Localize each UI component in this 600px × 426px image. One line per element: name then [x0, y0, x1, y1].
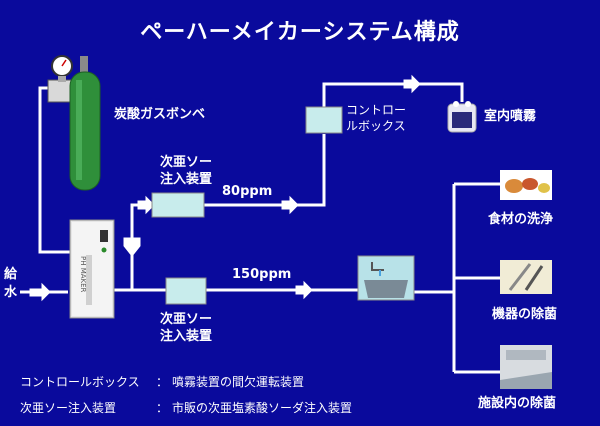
ppm-top-label: 80ppm	[222, 184, 273, 199]
page-title: ペーハーメイカーシステム構成	[140, 20, 460, 45]
control-box-label-line2: ルボックス	[346, 119, 406, 133]
injector-box-top	[151, 192, 205, 218]
facility-icon	[500, 345, 552, 389]
note-term: 次亜ソー注入装置	[20, 401, 117, 415]
water-supply-label-line1: 給	[4, 267, 18, 282]
co2-cylinder-icon	[47, 55, 101, 191]
flow-arrows	[29, 74, 421, 302]
co2-cylinder-label: 炭酸ガスボンベ	[114, 107, 206, 122]
control-box	[305, 106, 343, 134]
top-to-control-line	[296, 134, 326, 207]
device-brand-label: PH MAKER	[79, 256, 87, 293]
control-box-label-line1: コントロー	[346, 103, 407, 117]
water-supply-label-line2: 水	[4, 285, 18, 300]
use-label-facility: 施設内の除菌	[478, 396, 557, 411]
arrow-icon	[123, 237, 141, 257]
note-term: コントロールボックス	[20, 375, 140, 389]
arrow-icon	[29, 282, 51, 302]
tools-icon	[500, 260, 552, 294]
note-description: 噴霧装置の間欠運転装置	[172, 375, 305, 389]
use-label-tools: 機器の除菌	[492, 307, 558, 322]
arrow-icon	[403, 74, 421, 94]
injector-top-label-line2: 注入装置	[160, 172, 213, 187]
food-icon	[500, 170, 552, 200]
pipe-lines	[20, 82, 500, 374]
use-label-food: 食材の洗浄	[488, 212, 554, 227]
note-separator: ：	[156, 401, 169, 415]
injector-box-bottom	[165, 277, 207, 305]
ppm-bottom-label: 150ppm	[232, 267, 292, 282]
note-description: 市販の次亜塩素酸ソーダ注入装置	[172, 401, 353, 415]
ph-maker-device-icon	[69, 219, 115, 319]
arrow-icon	[137, 195, 155, 215]
indoor-spray-label: 室内噴霧	[484, 109, 537, 124]
sink-icon	[357, 255, 415, 301]
arrow-icon	[281, 195, 299, 215]
injector-bottom-label-line2: 注入装置	[160, 329, 213, 344]
control-top-line	[322, 82, 464, 107]
injector-bottom-label-line1: 次亜ソー	[160, 312, 213, 327]
note-separator: ：	[156, 375, 169, 389]
gas-line	[38, 86, 72, 254]
arrow-icon	[295, 280, 313, 300]
spray-device-icon	[447, 101, 477, 133]
injector-top-label-line1: 次亜ソー	[160, 155, 213, 170]
